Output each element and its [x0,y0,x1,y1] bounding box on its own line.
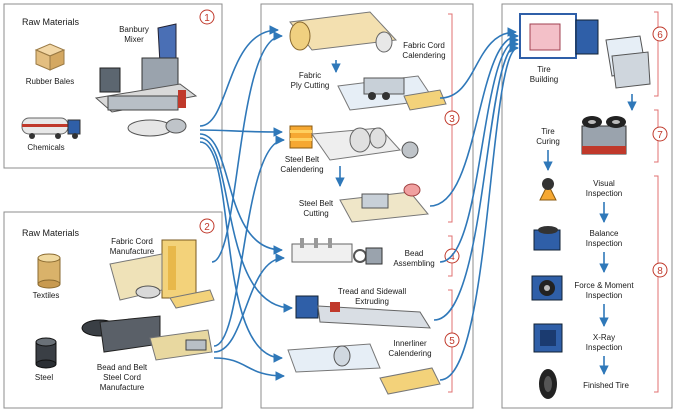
arrow-banbury-innerliner [199,141,283,363]
tire-building-label-1: Tire [537,65,551,74]
flow-arrows [199,25,519,381]
arrow-banbury-tread [199,137,293,313]
steel-belt-cutting-label-2: Cutting [303,209,328,218]
force-moment-label-2: Inspection [586,291,622,300]
finished-tire-icon [539,369,557,399]
xray-inspection-label-2: Inspection [586,343,622,352]
chemicals-label: Chemicals [27,143,64,152]
visual-inspection-icon [539,178,557,201]
tread-sidewall-label-2: Extruding [355,297,389,306]
steel-belt-calendering-label-1: Steel Belt [285,155,320,164]
innerliner-calendering-icon [287,343,441,395]
raw-materials-title-1: Raw Materials [22,17,80,27]
tread-sidewall-extruder-icon [295,295,431,329]
rubber-bales-label: Rubber Bales [26,77,74,86]
bead-assembling-icon [291,238,383,265]
arrow-banbury-fabric-cord [199,25,279,127]
innerliner-label-1: Innerliner [393,339,427,348]
force-moment-inspection-icon [531,275,563,301]
fabric-cord-calendering-icon [289,11,398,53]
steel-coil-icon [35,337,57,369]
bead-belt-machine-icon [81,315,213,361]
visual-inspection-label-1: Visual [593,179,615,188]
fabric-cord-calendering-label-2: Calendering [402,51,445,60]
fabric-cord-machine-icon [109,239,215,309]
bead-belt-label-3: Manufacture [100,383,145,392]
step-number-8: 8 [657,266,663,277]
step-number-5: 5 [449,336,455,347]
textiles-spool-icon [37,253,61,289]
bead-belt-label-2: Steel Cord [103,373,141,382]
fabric-ply-cutting-icon [337,75,447,111]
bracket-6 [654,11,659,97]
tire-curing-label-1: Tire [541,127,555,136]
xray-inspection-icon [533,323,563,353]
arrow-tread-to-building [433,39,519,321]
chemicals-truck-icon [21,117,81,139]
arrow-bead-wire-assembling [213,253,285,353]
step-number-7-ring [652,126,668,142]
tread-sidewall-label-1: Tread and Sidewall [338,287,406,296]
tire-curing-label-2: Curing [536,137,560,146]
step-number-1: 1 [204,13,210,24]
step-number-2-ring [199,218,215,234]
arrow-banbury-bead [199,133,283,255]
visual-inspection-label-2: Inspection [586,189,622,198]
steel-label: Steel [35,373,53,382]
step-number-8-ring [652,262,668,278]
balance-inspection-label-2: Inspection [586,239,622,248]
bead-belt-label-1: Bead and Belt [97,363,148,372]
bracket-8 [654,175,659,393]
textiles-label: Textiles [33,291,60,300]
finished-tire-label: Finished Tire [583,381,629,390]
arrow-steel-cord-calendering [213,135,285,347]
step-number-7: 7 [657,130,663,141]
banbury-label-1: Banbury [119,25,149,34]
arrow-bead-to-building [439,35,519,263]
step-number-5-ring [444,332,460,348]
banbury-label-2: Mixer [124,35,144,44]
raw-materials-title-2: Raw Materials [22,228,80,238]
fabric-ply-cutting-label-1: Fabric [299,71,321,80]
step-number-6: 6 [657,30,663,41]
tire-building-machine-icon [519,13,651,89]
step-number-4: 4 [449,252,455,263]
force-moment-label-1: Force & Moment [574,281,634,290]
steel-belt-calendering-label-2: Calendering [280,165,323,174]
step-number-3-ring [444,110,460,126]
fabric-ply-cutting-label-2: Ply Cutting [291,81,330,90]
bead-assembling-label-1: Bead [405,249,424,258]
fabric-cord-manufacture-label-2: Manufacture [110,247,155,256]
step-number-1-ring [199,9,215,25]
step-number-2: 2 [204,222,210,233]
xray-inspection-label-1: X-Ray [593,333,615,342]
banbury-mixer-icon [94,23,198,137]
arrow-bead-belt-innerliner [213,357,285,381]
arrow-banbury-steel-belt [199,127,283,137]
balance-inspection-icon [533,226,561,251]
tire-building-label-2: Building [530,75,558,84]
step-number-3: 3 [449,114,455,125]
steel-belt-cutting-label-1: Steel Belt [299,199,334,208]
steel-belt-calendering-icon [289,125,419,161]
arrow-innerliner-to-building [439,43,519,381]
bead-assembling-label-2: Assembling [393,259,434,268]
innerliner-label-2: Calendering [388,349,431,358]
arrow-ply-to-building [439,27,517,99]
fabric-cord-calendering-label-1: Fabric Cord [403,41,445,50]
fabric-cord-manufacture-label-1: Fabric Cord [111,237,153,246]
tire-curing-press-icon [581,116,627,155]
rubber-bales-icon [34,43,66,71]
arrow-steel-cut-to-building [429,31,519,207]
steel-belt-cutting-icon [339,183,429,223]
arrow-fabric-manufacture-calendering [211,31,283,263]
step-number-6-ring [652,26,668,42]
balance-inspection-label-1: Balance [590,229,619,238]
